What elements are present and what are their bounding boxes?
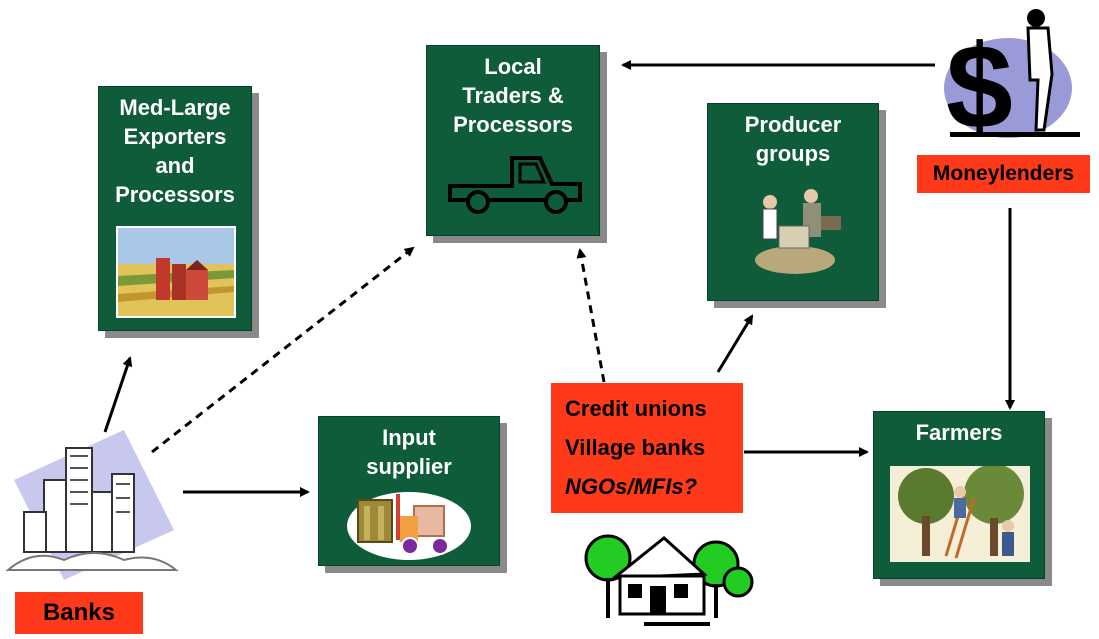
exporters-label-line-1: Med-Large [119,95,231,120]
moneylenders-label: Moneylenders [917,155,1090,193]
farmers-label: Farmers [915,420,1003,445]
arrow-banks-to-exporters [103,356,133,433]
house-trees-icon [584,534,754,626]
credit-line-credit-unions: Credit unions [565,396,707,421]
dollar-sign-person-icon: $ [944,9,1080,140]
market-workers-icon [755,189,841,274]
producers-label-line-1: Producer [744,112,842,137]
fruit-picking-icon [890,466,1030,562]
arrow-credit-to-producers [716,314,754,373]
exporters-box: Med-Large Exporters and Processors [98,86,252,331]
credit-line-ngos: NGOs/MFIs? [565,474,698,499]
arrow-credit-to-traders [576,248,606,383]
exporters-label-line-2: Exporters [123,124,227,149]
forklift-boxes-icon [347,492,471,560]
traders-label-line-1: Local [484,54,542,79]
farm-silos-icon [116,226,236,318]
moneylenders-text: Moneylenders [932,162,1075,185]
banks-text: Banks [42,599,116,626]
city-buildings-icon [5,430,179,580]
exporters-label-line-3: and [155,153,195,178]
pickup-truck-icon [448,156,582,214]
banks-label: Banks [15,592,143,634]
credit-line-village-banks: Village banks [565,435,706,460]
input-label-line-2: supplier [366,454,452,479]
traders-box: Local Traders & Processors [426,45,600,236]
credit-providers-label: Credit unions Village banks NGOs/MFIs? [551,383,743,513]
exporters-label-line-4: Processors [115,182,235,207]
input-label-line-1: Input [382,425,436,450]
traders-label-line-2: Traders & [462,83,564,108]
producers-label-line-2: groups [755,141,831,166]
svg-text:$: $ [946,20,1013,140]
traders-label-line-3: Processors [453,112,573,137]
